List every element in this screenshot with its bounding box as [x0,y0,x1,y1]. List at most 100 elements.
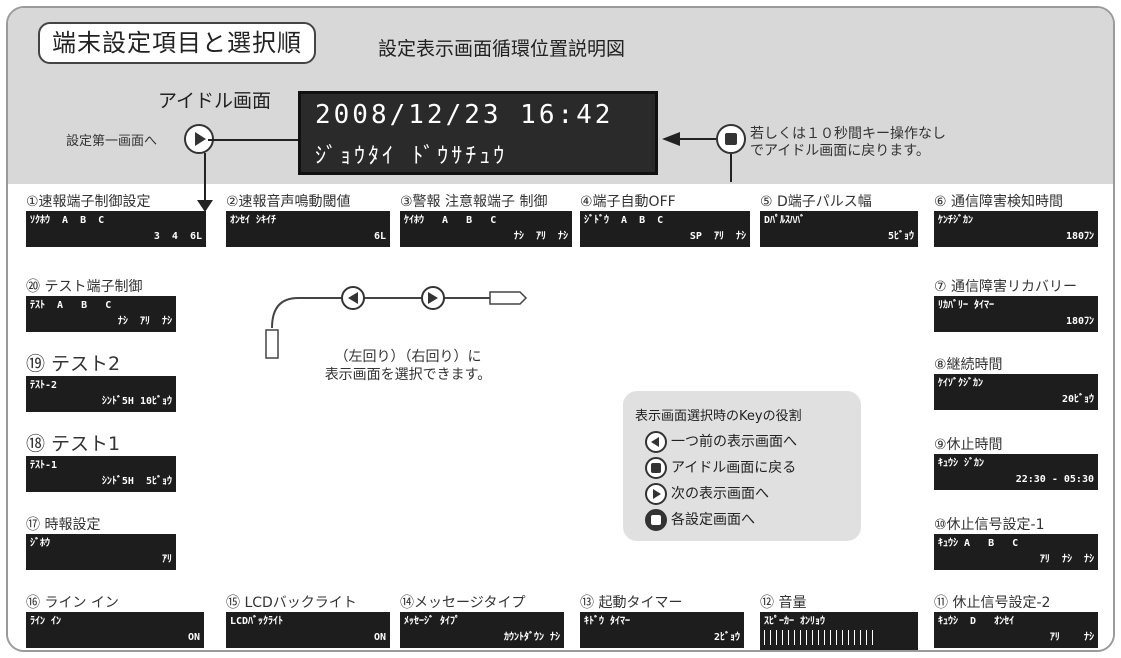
lcd-row-1: ｼﾞﾄﾞｳ A B C [584,215,664,226]
connector-line-right [678,138,718,140]
connector-line-down [730,154,732,182]
setting-2-lcd: ｵﾝｾｲ ｼｷｲﾁ 6L [226,211,390,247]
lcd-row-2: ﾅｼ ｱﾘ ﾅｼ [513,231,568,242]
right-arrow-icon [645,483,667,505]
key-prev-label: 一つ前の表示画面へ [671,434,797,450]
setting-20-lcd: ﾃｽﾄ A B C ﾅｼ ｱﾘ ﾅｼ [26,296,176,332]
key-role-panel: 表示画面選択時のKeyの役割 一つ前の表示画面へ アイドル画面に戻る 次の表示画… [623,391,861,541]
setting-17: ⑰ 時報設定 ｼﾞﾎｳｱﾘ [26,516,176,570]
lcd-row-1: ｽﾋﾟｰｶｰ ｵﾝﾘｮｳ [764,616,826,627]
lcd-status: ｼﾞｮｳﾀｲ ﾄﾞｳｻﾁｭｳ [315,144,508,169]
idle-lcd-display: 2008/12/23 16:42 ｼﾞｮｳﾀｲ ﾄﾞｳｻﾁｭｳ [298,91,658,175]
setting-17-lcd: ｼﾞﾎｳｱﾘ [26,534,176,570]
setting-20-label: ⑳ テスト端子制御 [26,279,143,295]
setting-2: ②速報音声鳴動閾値 ｵﾝｾｲ ｼｷｲﾁ 6L [226,193,390,247]
setting-18-label: ⑱ テスト1 [26,433,121,455]
setting-14-label: ⑭メッセージタイプ [400,595,526,611]
lcd-row-1: Dﾊﾟﾙｽﾊﾊﾞ [764,215,806,226]
setting-17-label: ⑰ 時報設定 [26,517,101,533]
lcd-row-1: ﾗｲﾝ ｲﾝ [30,616,62,627]
lcd-row-1: ﾃｽﾄ A B C [30,300,112,311]
setting-11-lcd: ｷｭｳｼ D ｵﾝｾｲｱﾘ ﾅｼ [934,612,1098,648]
key-next: 次の表示画面へ [645,483,769,505]
filled-square-icon [645,509,667,531]
lcd-row-2: 2ﾋﾞｮｳ [713,632,740,643]
left-arrow-icon [645,431,667,453]
nav-line-1: （左回り）（右回り）に [334,349,482,365]
lcd-row-2: 6L [373,231,386,242]
first-screen-label: 設定第一画面へ [66,134,158,149]
lcd-row-2: ﾅｼ ｱﾘ ﾅｼ [117,316,172,327]
lcd-row-1: ﾃｽﾄ-2 [30,380,58,391]
connector-line [208,139,298,141]
setting-12-label: ⑫ 音量 [760,595,807,611]
setting-10-label: ⑩休止信号設定-1 [934,517,1045,533]
setting-16-lcd: ﾗｲﾝ ｲﾝ ON [26,612,204,648]
note-line-2: でアイドル画面に戻ります。 [750,143,930,159]
setting-9: ⑨休止時間 ｷｭｳｼ ｼﾞｶﾝ 22:30 - 05:30 [934,436,1098,490]
setting-1-label: ①速報端子制御設定 [26,194,151,210]
lcd-row-2: ON [373,632,386,643]
lcd-row-2: SP ｱﾘ ﾅｼ [689,231,746,242]
setting-13-lcd: ｷﾄﾞｳ ﾀｲﾏｰ 2ﾋﾞｮｳ [580,612,744,648]
setting-5-label: ⑤ D端子パルス幅 [760,194,872,210]
setting-12: ⑫ 音量 ｽﾋﾟｰｶｰ ｵﾝﾘｮｳ [760,594,918,650]
setting-11-label: ⑪ 休止信号設定-2 [934,595,1051,611]
lcd-row-1: ﾃｽﾄ-1 [30,460,58,471]
lcd-row-2: 180ﾌﾝ [1065,231,1094,242]
key-settings: 各設定画面へ [645,509,755,531]
setting-8-label: ⑧継続時間 [934,357,1003,373]
setting-9-label: ⑨休止時間 [934,437,1003,453]
key-prev: 一つ前の表示画面へ [645,431,797,453]
lcd-row-1: ｷｭｳｼ A B C [938,538,1019,549]
lcd-row-1: ﾒｯｾｰｼﾞ ﾀｲﾌﾟ [404,616,461,627]
setting-19-label: ⑲ テスト2 [26,353,121,375]
setting-11: ⑪ 休止信号設定-2 ｷｭｳｼ D ｵﾝｾｲｱﾘ ﾅｼ [934,594,1098,648]
lcd-row-1: ｼﾞﾎｳ [30,538,50,549]
lcd-row-2: ON [187,632,200,643]
note-line-1: 若しくは１０秒間キー操作なし [750,126,946,142]
setting-12-lcd: ｽﾋﾟｰｶｰ ｵﾝﾘｮｳ [760,612,918,650]
setting-15-label: ⑮ LCDバックライト [226,595,357,611]
arrow-left-icon [662,132,680,146]
key-next-label: 次の表示画面へ [671,486,769,502]
square-icon [645,457,667,479]
lcd-row-1: ｿｸﾎｳ A B C [30,215,105,226]
lcd-row-2: ｶｳﾝﾄﾀﾞｳﾝ ﾅｼ [503,632,560,643]
setting-10-lcd: ｷｭｳｼ A B C ｱﾘ ﾅｼ ﾅｼ [934,534,1098,570]
setting-2-label: ②速報音声鳴動閾値 [226,194,351,210]
diagram-title: 端末設定項目と選択順 [38,22,316,64]
key-panel-title: 表示画面選択時のKeyの役割 [635,409,802,424]
setting-4-lcd: ｼﾞﾄﾞｳ A B C SP ｱﾘ ﾅｼ [580,211,750,247]
lcd-row-2: 22:30 - 05:30 [1015,474,1094,485]
idle-return-square-icon [716,124,746,154]
lcd-row-2: 180ﾌﾝ [1065,316,1094,327]
lcd-row-1: ｵﾝｾｲ ｼｷｲﾁ [230,215,277,226]
navigation-illustration [265,286,528,359]
diagram-subtitle: 設定表示画面循環位置説明図 [378,38,626,60]
setting-16-label: ⑯ ライン イン [26,595,119,611]
setting-14-lcd: ﾒｯｾｰｼﾞ ﾀｲﾌﾟ ｶｳﾝﾄﾀﾞｳﾝ ﾅｼ [400,612,564,648]
setting-14: ⑭メッセージタイプ ﾒｯｾｰｼﾞ ﾀｲﾌﾟ ｶｳﾝﾄﾀﾞｳﾝ ﾅｼ [400,594,564,648]
lcd-row-2: ｱﾘ ﾅｼ ﾅｼ [1039,554,1094,565]
lcd-row-2: ｼﾝﾄﾞ5H 5ﾋﾞｮｳ [101,476,172,487]
lcd-row-1: ｷﾄﾞｳ ﾀｲﾏｰ [584,616,631,627]
key-idle-label: アイドル画面に戻る [671,460,797,476]
navigation-help: （左回り）（右回り）に 表示画面を選択できます。 [313,348,503,384]
setting-13-label: ⑬ 起動タイマー [580,595,683,611]
lcd-row-2: ｼﾝﾄﾞ5H 10ﾋﾞｮｳ [101,396,172,407]
lcd-row-1: ｷｭｳｼ ｼﾞｶﾝ [938,458,985,469]
lcd-row-1: ｹﾝﾁｼﾞｶﾝ [938,215,973,226]
diagram-frame: 端末設定項目と選択順 設定表示画面循環位置説明図 アイドル画面 設定第一画面へ … [6,6,1115,652]
arrow-down-icon [197,200,213,212]
lcd-row-1: ﾘｶﾊﾞﾘｰ ﾀｲﾏｰ [938,300,995,311]
